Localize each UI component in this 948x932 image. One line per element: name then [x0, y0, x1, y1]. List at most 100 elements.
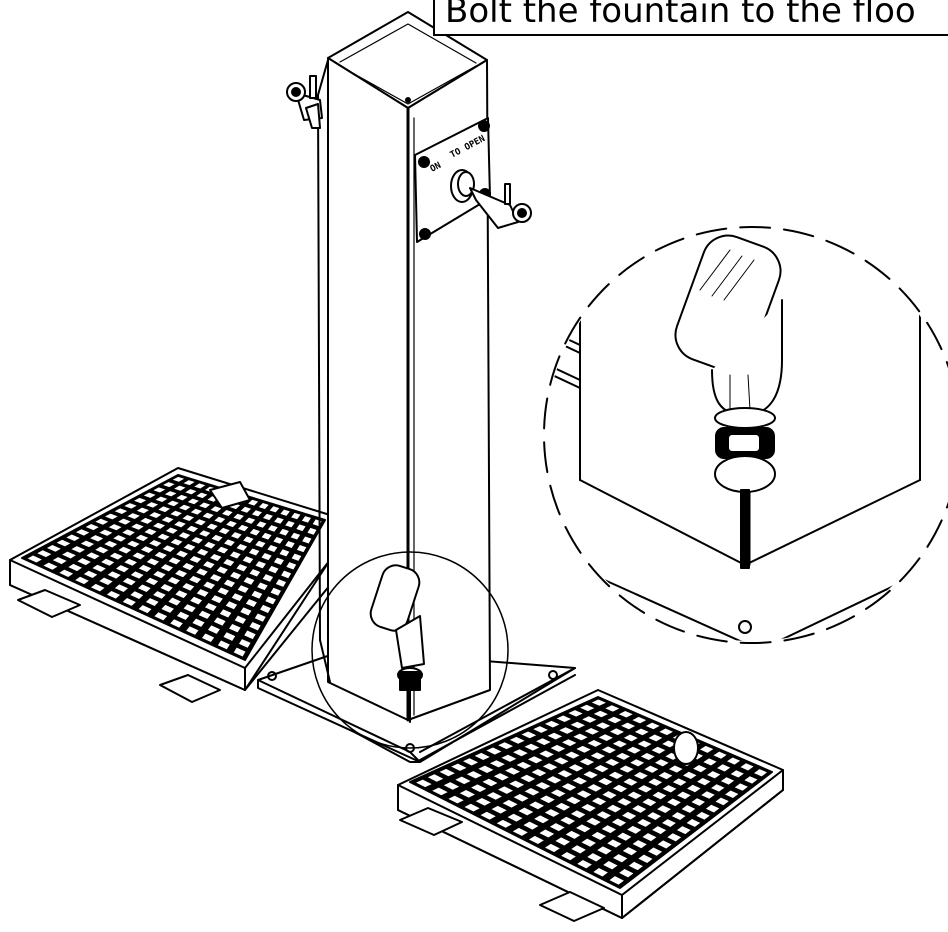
grate-cell: [613, 854, 628, 863]
grate-cell: [238, 639, 251, 648]
grate-cell: [535, 782, 551, 790]
grate-cell: [163, 482, 175, 488]
grate-cell: [427, 774, 444, 782]
grate-cell: [207, 625, 220, 634]
grate-cell: [223, 579, 236, 588]
grate-cell: [662, 785, 677, 793]
grate-cell: [243, 577, 255, 585]
grate-cell: [568, 710, 583, 717]
grate-cell: [638, 785, 652, 793]
grate-cell: [154, 612, 168, 621]
grate-cell: [711, 784, 725, 792]
grate-cell: [296, 545, 307, 553]
grate-cell: [594, 764, 609, 773]
grate-cell: [160, 584, 173, 592]
grate-cell: [153, 570, 166, 579]
grate-cell: [544, 720, 560, 728]
grate-cell: [71, 546, 85, 553]
grate-cell: [104, 540, 118, 548]
grate-cell: [107, 571, 121, 579]
grate-cell: [593, 710, 608, 718]
grate-cell: [623, 734, 638, 742]
grate-cell: [216, 566, 228, 574]
grate-cell: [244, 517, 256, 524]
grate-cell: [138, 584, 151, 593]
grate-cell: [697, 777, 711, 786]
grate-cell: [619, 868, 634, 878]
grate-cell: [204, 541, 216, 549]
grate-cell: [545, 843, 560, 853]
grate-cell: [478, 765, 494, 773]
grate-cell: [286, 562, 297, 570]
grate-cell: [203, 561, 215, 569]
grate-cell: [226, 520, 237, 528]
grate-cell: [527, 756, 543, 764]
grate-cell: [584, 727, 599, 735]
grate-cell: [237, 524, 249, 532]
grate-cell: [154, 551, 167, 559]
grate-cell: [439, 768, 455, 777]
grate-cell: [122, 577, 136, 586]
grate-cell: [135, 534, 149, 542]
grate-cell: [459, 790, 475, 798]
grate-cell: [211, 534, 223, 542]
grate-cell: [645, 722, 660, 730]
grate-cell: [183, 480, 195, 486]
grate-cell: [443, 782, 460, 790]
grate-cell: [715, 797, 729, 806]
grate-cell: [524, 743, 540, 751]
grate-cell: [547, 732, 563, 740]
grate-cell: [501, 754, 517, 762]
grate-cell: [496, 819, 512, 828]
grate-cell: [705, 804, 720, 813]
grate-cell: [570, 721, 585, 729]
grate-cell: [134, 497, 147, 504]
grate-cell: [555, 837, 571, 846]
grate-cell: [550, 744, 566, 752]
grate-cell: [586, 817, 601, 826]
grate-cell: [149, 540, 162, 547]
grate-cell: [707, 771, 721, 779]
grate-cell: [554, 757, 569, 765]
grate-cell: [196, 589, 209, 597]
grate-cell: [557, 770, 573, 778]
grate-cell: [145, 577, 159, 586]
grate-cell: [167, 500, 179, 507]
grate-cell: [482, 778, 498, 787]
grate-cell: [668, 765, 683, 773]
grate-cell: [667, 833, 682, 842]
grate-cell: [581, 803, 596, 812]
grate-cell: [667, 798, 681, 807]
grate-cell: [240, 506, 252, 513]
grate-cell: [218, 527, 230, 535]
grate-cell: [634, 728, 649, 736]
grate-cell: [192, 618, 205, 627]
grate-cell: [211, 595, 223, 604]
grate-cell: [66, 534, 80, 541]
valve-plate-label-left: ON: [429, 161, 443, 175]
grate-cell: [546, 776, 562, 784]
grate-cell: [122, 598, 136, 606]
grate-cell: [565, 751, 580, 759]
grate-cell: [486, 792, 502, 800]
grate-cell: [273, 536, 284, 544]
right-grate-holes: [416, 699, 767, 885]
grate-cell: [219, 609, 232, 618]
grate-cell: [581, 838, 596, 847]
grate-cell: [518, 807, 534, 816]
grate-cell: [186, 626, 199, 635]
grate-cell: [626, 746, 641, 754]
grate-cell: [608, 771, 623, 779]
valve-plate: [414, 117, 532, 243]
grate-cell: [248, 548, 260, 556]
grate-cell: [462, 758, 479, 766]
grate-cell: [178, 532, 191, 539]
grate-cell: [474, 752, 490, 761]
grate-cell: [559, 727, 574, 734]
grate-cell: [509, 780, 525, 789]
grate-cell: [138, 564, 152, 573]
grate-cell: [210, 553, 222, 561]
grate-cell: [609, 728, 624, 736]
grate-cell: [662, 740, 676, 748]
grate-cell: [183, 604, 196, 613]
